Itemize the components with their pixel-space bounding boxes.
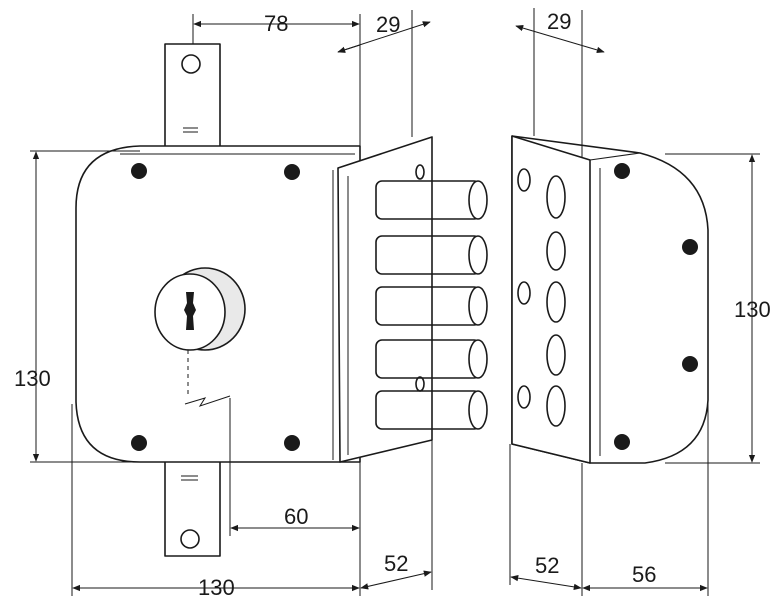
bottom-mounting-tab	[164, 459, 221, 557]
bolt-set	[375, 180, 488, 430]
dimensions: 78 29 29 130 130 60 130 52 52 56	[14, 8, 771, 600]
case-screw	[131, 163, 147, 179]
keeper-hole	[546, 281, 566, 323]
dim-right-130: 130	[734, 297, 771, 322]
keeper-faceplate	[511, 135, 591, 464]
keeper-hole	[546, 231, 566, 271]
case-screw	[284, 435, 300, 451]
dim-top-78: 78	[264, 11, 288, 36]
dim-top-29-right: 29	[547, 9, 571, 34]
keeper-screw	[682, 239, 698, 255]
top-mounting-tab	[164, 43, 221, 149]
bolt	[375, 339, 488, 379]
dim-bottom-130: 130	[198, 575, 235, 600]
bolt	[375, 286, 488, 326]
keeper-screw	[614, 434, 630, 450]
keeper-box	[511, 135, 709, 464]
bolt	[375, 235, 488, 275]
keeper-hole	[546, 334, 566, 376]
keeper-hole	[546, 175, 566, 219]
bolt	[375, 180, 488, 220]
lock-body	[75, 43, 488, 557]
keeper-holes	[546, 175, 566, 427]
lock-faceplate	[337, 136, 433, 463]
bolt	[375, 390, 488, 430]
dim-left-130: 130	[14, 366, 51, 391]
dim-bottom-52-left: 52	[384, 551, 408, 576]
dim-top-29-left: 29	[376, 12, 400, 37]
key-cylinder	[154, 267, 246, 351]
case-screw	[131, 435, 147, 451]
keeper-hole	[546, 385, 566, 427]
keeper-screw	[682, 356, 698, 372]
keeper-screw	[614, 163, 630, 179]
dim-bottom-52-right: 52	[535, 553, 559, 578]
dim-bottom-56: 56	[632, 562, 656, 587]
case-screw	[284, 164, 300, 180]
dim-inner-60: 60	[284, 504, 308, 529]
